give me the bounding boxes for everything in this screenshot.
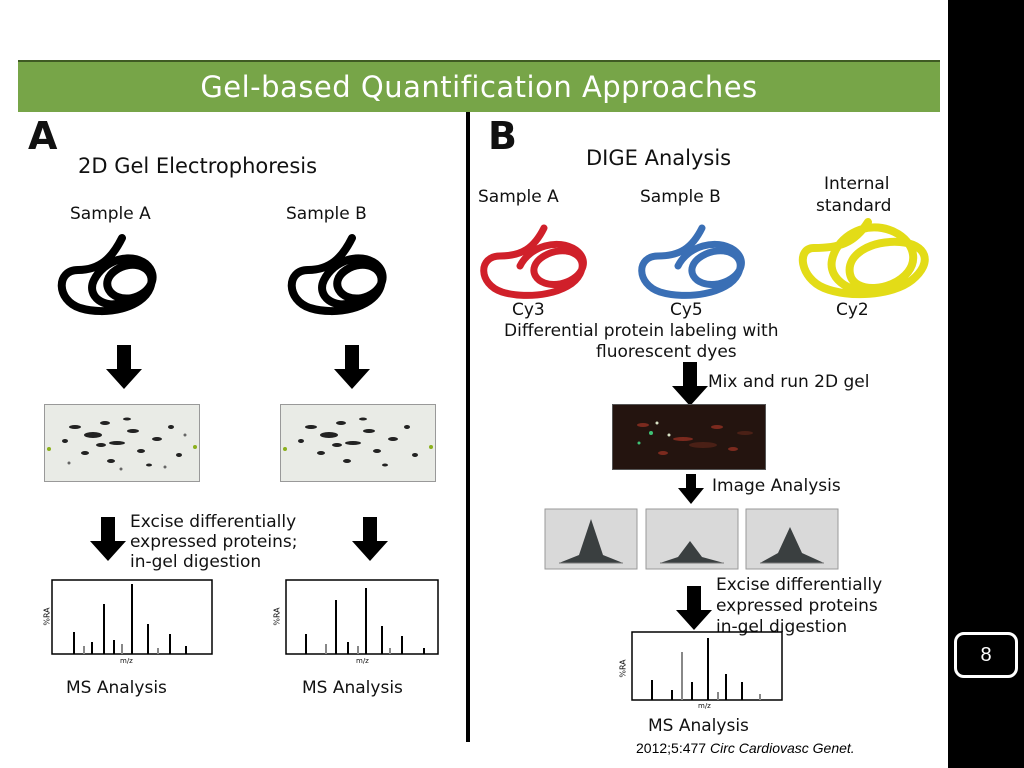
panel-a-arrow-down-icon bbox=[106, 345, 142, 389]
panel-a-arrow-down-icon bbox=[334, 345, 370, 389]
panel-b-peak-image-1 bbox=[544, 508, 638, 570]
panel-b-sample-a: Sample A bbox=[478, 187, 559, 207]
panel-a-spectrum-a-ylabel: %RA bbox=[42, 607, 52, 626]
panel-a-excise-line3: in-gel digestion bbox=[130, 552, 262, 572]
panel-b-dye-cy5: Cy5 bbox=[670, 300, 703, 320]
panel-b-dige-gel-image bbox=[612, 404, 766, 470]
panel-b-peak-image-3 bbox=[745, 508, 839, 570]
panel-a-gel-image-b bbox=[280, 404, 436, 482]
panel-b-spectrum-ylabel: %RA bbox=[618, 659, 628, 678]
panel-a-arrow-down-icon bbox=[352, 517, 388, 561]
panel-b-protein-cy3 bbox=[480, 224, 587, 299]
panel-a-excise-line1: Excise differentially bbox=[130, 512, 297, 532]
panel-a-spectrum-b-ylabel: %RA bbox=[272, 607, 282, 626]
slide-title: Gel-based Quantification Approaches bbox=[18, 60, 940, 112]
citation: 2012;5:477 Circ Cardiovasc Genet. bbox=[636, 740, 855, 756]
panel-b-protein-cy5 bbox=[638, 224, 745, 299]
panel-a-excise-line2: expressed proteins; bbox=[130, 532, 298, 552]
panel-b-image-analysis: Image Analysis bbox=[712, 476, 841, 496]
panel-b-heading: DIGE Analysis bbox=[586, 146, 732, 170]
panel-a-arrow-down-icon bbox=[90, 517, 126, 561]
panel-b-spectrum-xlabel: m/z bbox=[698, 702, 711, 710]
panel-a-ms-label-a: MS Analysis bbox=[66, 678, 167, 698]
panel-b-excise-line1: Excise differentially bbox=[716, 575, 883, 595]
panel-b-ms-label: MS Analysis bbox=[648, 716, 749, 736]
citation-ref: 2012;5:477 bbox=[636, 740, 707, 756]
panel-b-mix-run: Mix and run 2D gel bbox=[708, 372, 870, 392]
panel-b-protein-cy2 bbox=[798, 218, 929, 299]
panel-a-gel-image-a bbox=[44, 404, 200, 482]
panel-b-labeling-line1: Differential protein labeling with bbox=[504, 321, 779, 341]
panel-b-arrow-down-icon bbox=[676, 586, 712, 630]
panel-b-sample-b: Sample B bbox=[640, 187, 721, 207]
panel-b-arrow-down-icon bbox=[672, 362, 708, 406]
panel-b-arrow-down-icon bbox=[678, 474, 704, 504]
panel-b-spectrum bbox=[631, 631, 783, 701]
panel-b-dye-cy2: Cy2 bbox=[836, 300, 869, 320]
panel-a-heading: 2D Gel Electrophoresis bbox=[78, 154, 318, 178]
panel-a-spectrum-b bbox=[285, 579, 439, 655]
page-number: 8 bbox=[954, 632, 1018, 678]
panel-a-spectrum-a-xlabel: m/z bbox=[120, 657, 133, 665]
panel-b-labeling-line2: fluorescent dyes bbox=[596, 342, 737, 362]
panel-a-spectrum-a bbox=[51, 579, 213, 655]
panel-a-sample-a: Sample A bbox=[70, 204, 151, 224]
panel-b-internal-line1: Internal bbox=[824, 174, 890, 194]
panel-a-protein-a bbox=[57, 234, 157, 315]
panel-b-letter: B bbox=[488, 114, 517, 158]
panel-a-protein-b bbox=[287, 234, 387, 315]
panel-b-internal-line2: standard bbox=[816, 196, 892, 216]
panel-divider bbox=[466, 112, 470, 742]
panel-a-letter: A bbox=[28, 114, 58, 158]
citation-journal: Circ Cardiovasc Genet. bbox=[709, 740, 855, 756]
panel-a-spectrum-b-xlabel: m/z bbox=[356, 657, 369, 665]
panel-b-dye-cy3: Cy3 bbox=[512, 300, 545, 320]
panel-b-peak-image-2 bbox=[645, 508, 739, 570]
panel-b-excise-line2: expressed proteins bbox=[716, 596, 878, 616]
panel-a-ms-label-b: MS Analysis bbox=[302, 678, 403, 698]
panel-a-sample-b: Sample B bbox=[286, 204, 367, 224]
